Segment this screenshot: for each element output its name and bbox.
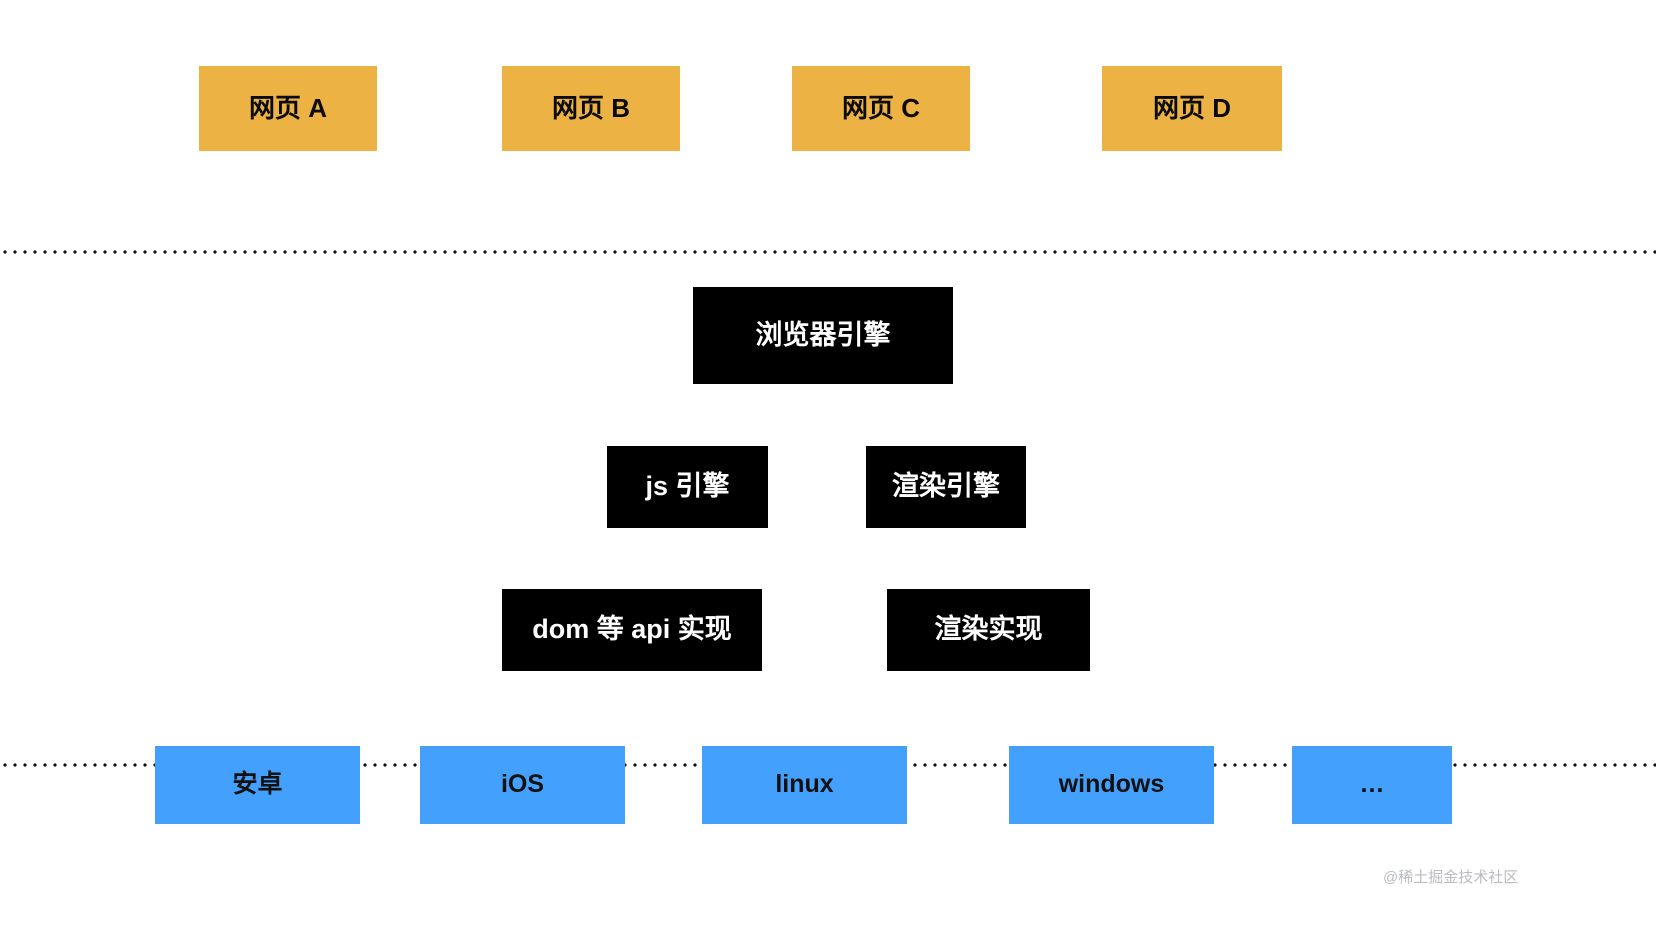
os-label-more: …	[1359, 770, 1385, 799]
render-engine-box: 渲染引擎	[866, 446, 1026, 528]
web-page-label-b: 网页 B	[551, 93, 630, 124]
os-box-linux: linux	[702, 746, 907, 824]
os-box-windows: windows	[1009, 746, 1214, 824]
dom-api-impl-box: dom 等 api 实现	[502, 589, 762, 671]
js-engine-label: js 引擎	[645, 471, 730, 502]
os-box-more: …	[1292, 746, 1452, 824]
web-page-box-b: 网页 B	[502, 66, 680, 151]
render-engine-label: 渲染引擎	[892, 471, 1000, 502]
web-page-box-d: 网页 D	[1102, 66, 1282, 151]
os-label-windows: windows	[1058, 770, 1165, 799]
browser-engine-label: 浏览器引擎	[755, 319, 891, 350]
dom-api-impl-label: dom 等 api 实现	[532, 614, 732, 645]
web-page-box-a: 网页 A	[199, 66, 377, 151]
web-page-label-d: 网页 D	[1152, 93, 1231, 124]
divider-top	[0, 250, 1656, 254]
web-page-label-a: 网页 A	[248, 93, 327, 124]
os-box-ios: iOS	[420, 746, 625, 824]
js-engine-box: js 引擎	[607, 446, 768, 528]
os-box-android: 安卓	[155, 746, 360, 824]
watermark-text: @稀土掘金技术社区	[1383, 869, 1519, 886]
os-label-ios: iOS	[500, 770, 545, 799]
render-impl-label: 渲染实现	[934, 614, 1043, 645]
web-page-box-c: 网页 C	[792, 66, 970, 151]
watermark: @稀土掘金技术社区	[1383, 866, 1518, 887]
browser-engine-box: 浏览器引擎	[693, 287, 953, 384]
render-impl-box: 渲染实现	[887, 589, 1090, 671]
os-label-android: 安卓	[232, 770, 283, 799]
os-label-linux: linux	[775, 770, 834, 799]
web-page-label-c: 网页 C	[841, 93, 920, 124]
